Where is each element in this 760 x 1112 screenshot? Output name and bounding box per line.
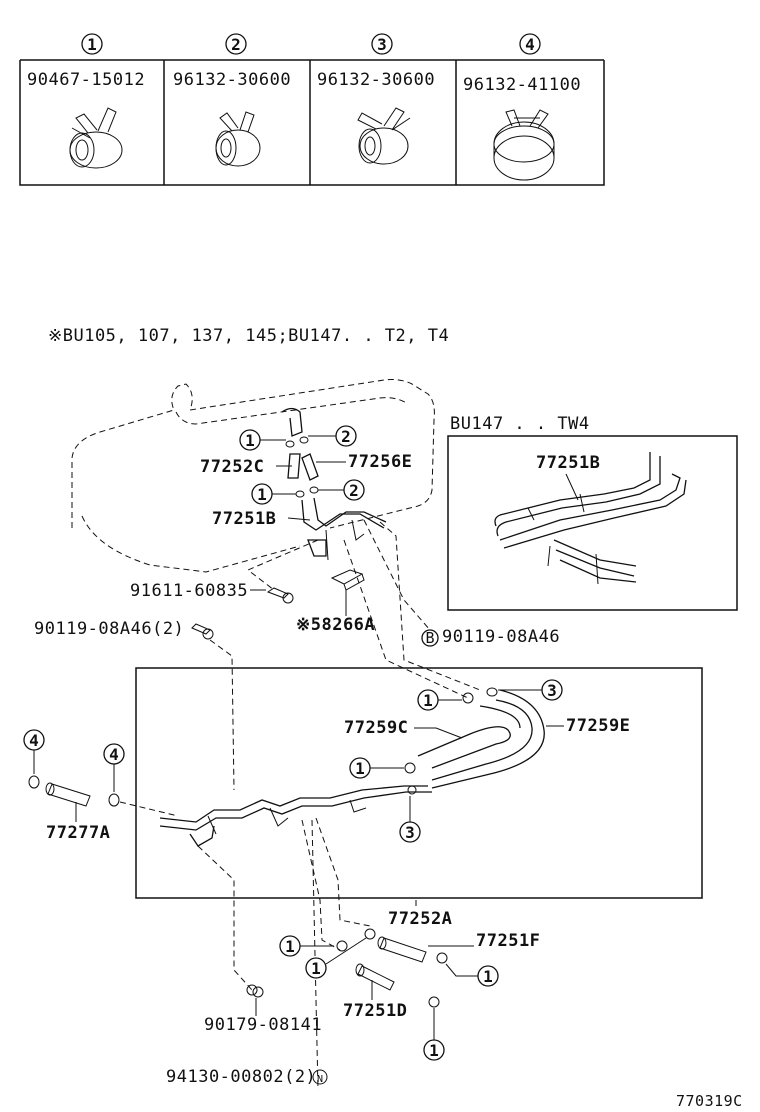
lower-callouts: 1 3 77259C 77259E 1 3 4 4 77277A xyxy=(23,679,630,1091)
callout-1e: 1 xyxy=(285,937,295,956)
callout-1f: 1 xyxy=(311,959,321,978)
legend-part-2: 96132-30600 xyxy=(173,70,291,90)
label-77256E: 77256E xyxy=(348,452,412,472)
clamp-4-icon xyxy=(493,109,555,181)
inset-title: BU147 . . TW4 xyxy=(450,414,590,434)
hose-77251F-icon xyxy=(377,936,427,963)
diagram-code: 770319C xyxy=(676,1092,743,1110)
label-77251B: 77251B xyxy=(212,509,276,529)
inset-part-77251B: 77251B xyxy=(536,453,600,473)
callout-3a: 3 xyxy=(547,681,557,700)
label-77252A: 77252A xyxy=(388,909,452,929)
legend-col-2: 2 96132-30600 xyxy=(173,33,291,167)
label-90119-08A46: 90119-08A46 xyxy=(442,627,560,647)
legend-num-2: 2 xyxy=(231,35,241,54)
clamp-1-icon xyxy=(69,107,123,169)
marker-b: B xyxy=(425,629,434,647)
upper-callouts: 1 2 1 2 77252C 77256E 77251B 91611-60835… xyxy=(34,425,560,791)
clamp-3-icon xyxy=(357,107,411,165)
legend-num-3: 3 xyxy=(377,35,387,54)
upper-pipe-assembly xyxy=(266,407,387,604)
callout-1a: 1 xyxy=(245,431,255,450)
callout-3b: 3 xyxy=(405,823,415,842)
label-77252C: 77252C xyxy=(200,457,264,477)
label-91611-60835: 91611-60835 xyxy=(130,581,248,601)
legend-col-3: 3 96132-30600 xyxy=(317,33,435,165)
legend-num-1: 1 xyxy=(87,35,97,54)
callout-2a: 2 xyxy=(341,427,351,446)
callout-2b: 2 xyxy=(349,481,359,500)
label-77259E: 77259E xyxy=(566,716,630,736)
hose-77277A-icon xyxy=(45,782,91,807)
legend-part-1: 90467-15012 xyxy=(27,70,145,90)
label-77251D: 77251D xyxy=(343,1001,407,1021)
label-77259C: 77259C xyxy=(344,718,408,738)
bottom-parts: 77252A 1 1 77251F 1 77251D 1 xyxy=(166,900,540,1087)
marker-n: N xyxy=(317,1074,323,1085)
legend-col-1: 1 90467-15012 xyxy=(27,33,145,169)
legend-col-4: 4 96132-41100 xyxy=(463,33,581,181)
callout-1g: 1 xyxy=(483,967,493,986)
label-94130-00802-2: 94130-00802(2) xyxy=(166,1067,316,1087)
nut-90179-icon xyxy=(246,984,264,998)
bolt-90119-icon xyxy=(191,623,214,640)
callout-1d: 1 xyxy=(355,759,365,778)
label-77277A: 77277A xyxy=(46,823,110,843)
model-note: ※BU105, 107, 137, 145;BU147. . T2, T4 xyxy=(48,326,449,346)
inset-bu147-tw4: BU147 . . TW4 77251B xyxy=(447,414,738,611)
hose-77251D-icon xyxy=(355,963,395,991)
fuel-tank-outline xyxy=(71,379,435,573)
legend-part-3: 96132-30600 xyxy=(317,70,435,90)
clamp-2-icon xyxy=(215,111,261,167)
label-90119-08A46-2: 90119-08A46(2) xyxy=(34,619,184,639)
callout-1c: 1 xyxy=(423,691,433,710)
clamp-legend: 1 90467-15012 2 96132-30600 3 xyxy=(19,33,605,186)
lower-pipe-assembly xyxy=(159,687,545,847)
label-77251F: 77251F xyxy=(476,931,540,951)
label-90179-08141: 90179-08141 xyxy=(204,1015,322,1035)
callout-4a: 4 xyxy=(29,731,39,750)
callout-1b: 1 xyxy=(257,485,267,504)
legend-part-4: 96132-41100 xyxy=(463,75,581,95)
lower-frame xyxy=(135,667,703,899)
legend-num-4: 4 xyxy=(525,35,535,54)
callout-4b: 4 xyxy=(109,745,119,764)
callout-1h: 1 xyxy=(429,1041,439,1060)
label-58266A: ※58266A xyxy=(296,615,375,635)
